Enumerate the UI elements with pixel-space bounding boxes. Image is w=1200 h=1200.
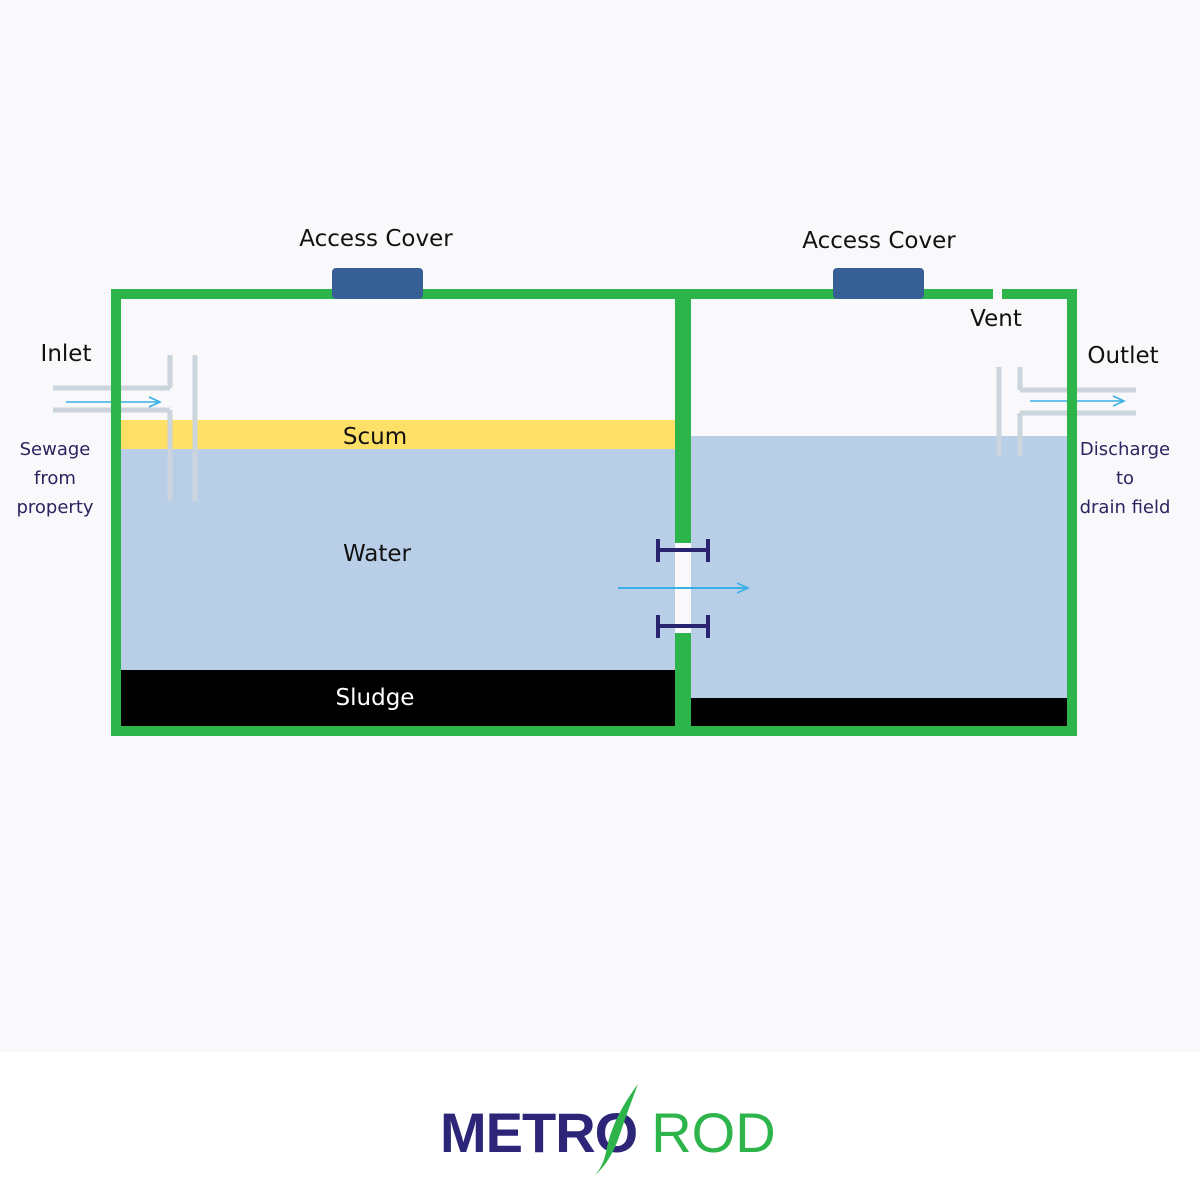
baffle-top [656,539,710,562]
sludge-layer-right [691,698,1067,726]
water-layer-right [691,436,1067,698]
discharge-to-drain-field-note: Discharge to drain field [1080,435,1171,522]
vent-label: Vent [970,306,1022,332]
diagram-canvas [53,268,1136,736]
water-label: Water [343,541,411,567]
scum-label: Scum [342,424,408,450]
outlet-pipe [996,367,1136,456]
logo-metro-text: METRO [440,1101,638,1164]
water-layer-left [121,449,675,670]
baffle-bottom [656,615,710,638]
access-cover-left [332,268,423,299]
scum-layer [121,420,675,449]
inlet-label: Inlet [40,341,92,367]
logo-rod-text: ROD [651,1101,776,1164]
discharge-note-line: drain field [1079,497,1171,518]
sewage-note-line: property [16,497,94,518]
access-cover-left-label: Access Cover [299,226,453,252]
sewage-from-property-note: Sewage from property [16,435,93,522]
access-cover-right-label: Access Cover [802,228,956,254]
outlet-label: Outlet [1087,343,1159,369]
sludge-layer-left [121,670,675,726]
footer-band [0,1052,1200,1200]
discharge-note-line: Discharge [1079,439,1171,460]
sewage-note-line: Sewage [19,439,91,460]
sludge-label: Sludge [335,685,415,711]
sewage-note-line: from [34,468,76,489]
inlet-pipe [53,355,198,501]
access-cover-right [833,268,924,299]
discharge-note-line: to [1115,468,1135,489]
logo-leaf-icon [594,1084,638,1176]
